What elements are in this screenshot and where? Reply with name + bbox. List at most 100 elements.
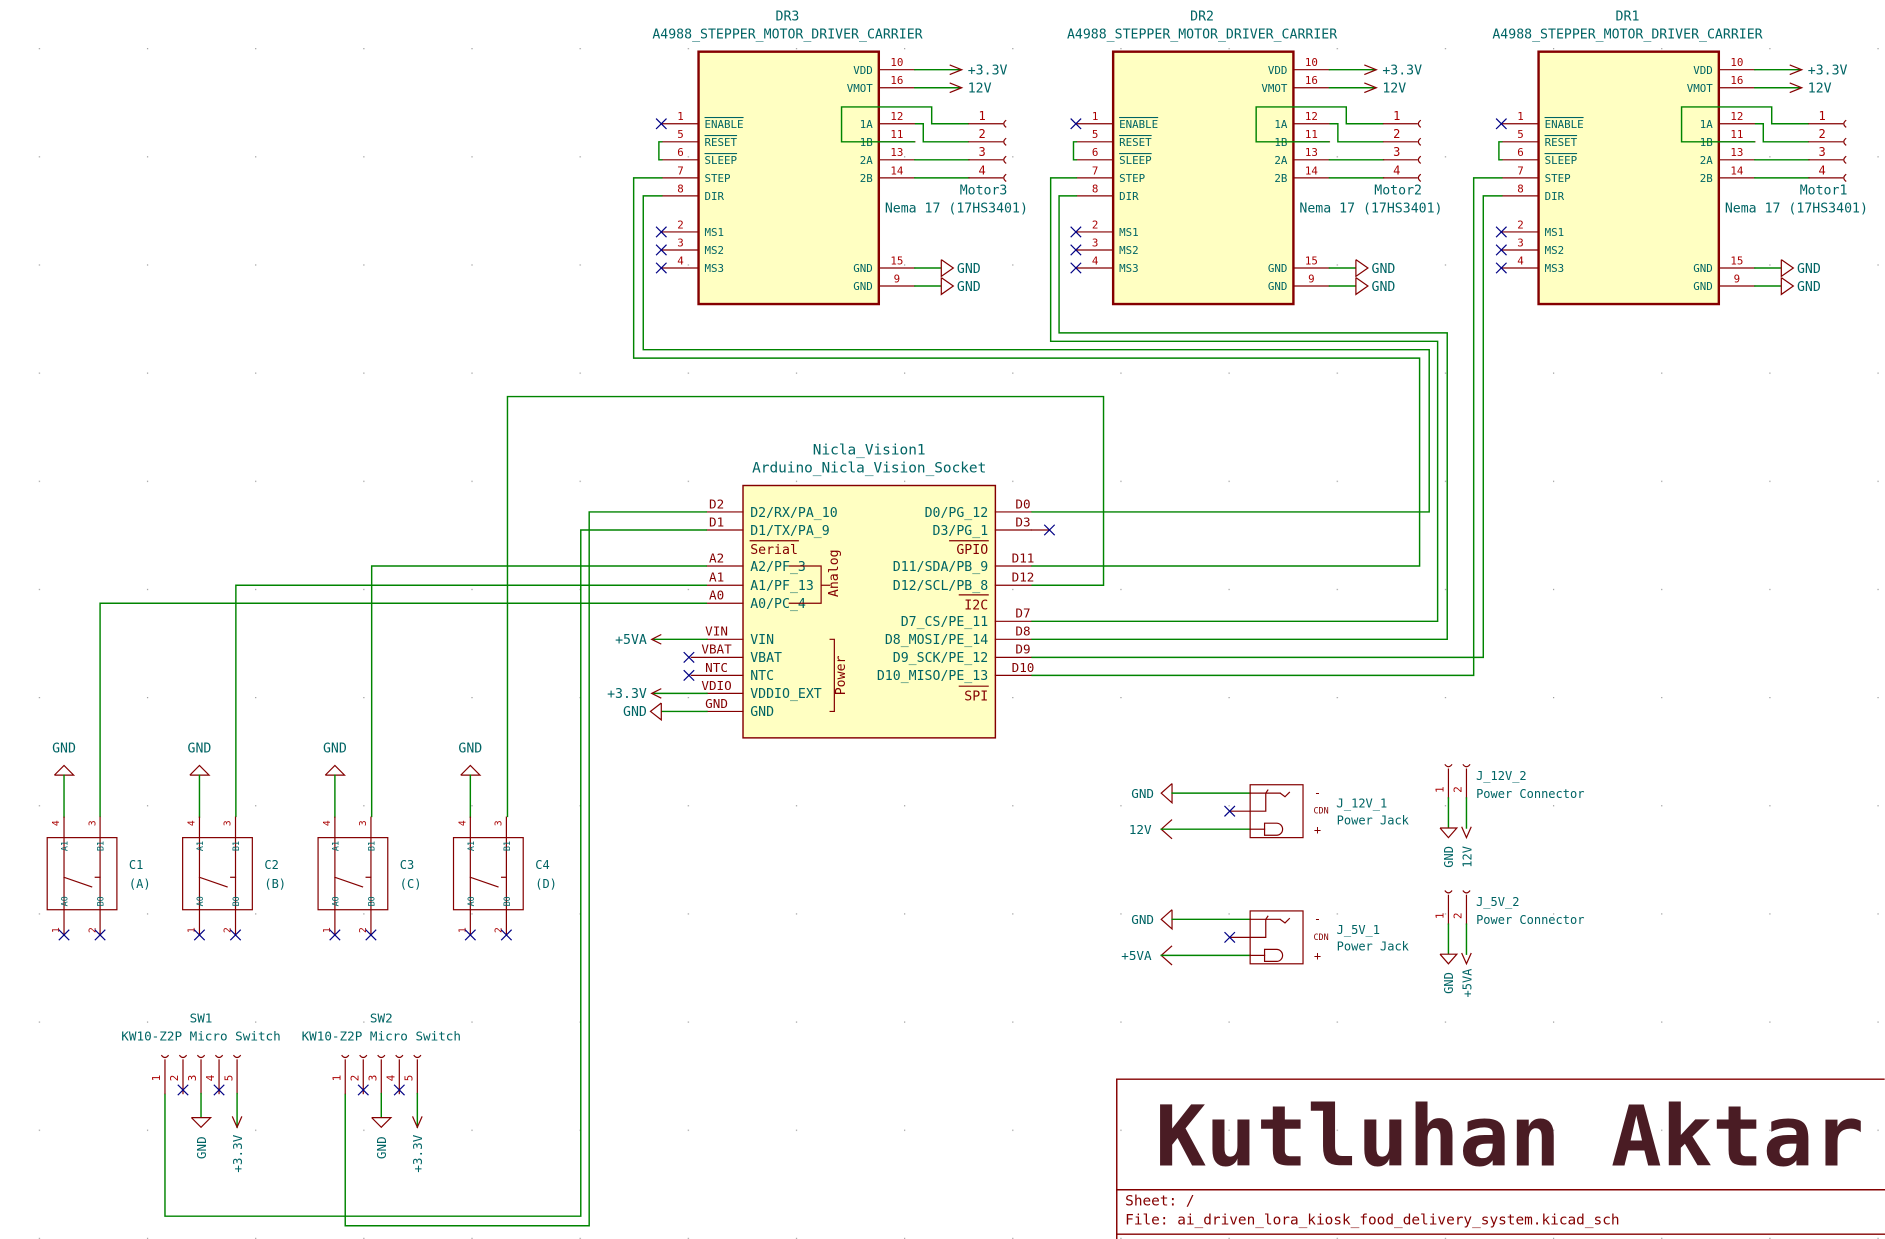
connector-pin-icon [1843,119,1847,128]
motor-pin-number: 2 [1393,127,1400,141]
pin-number: 11 [1305,128,1318,141]
wire-dr2-dir-d8 [1031,195,1448,641]
pin-number: 5 [1517,128,1524,141]
motor-pin-number: 4 [1819,163,1826,177]
power-net-label: 12V [1460,846,1474,868]
wire-dr3-step-d11 [632,177,1421,567]
component-reference: J_5V_2 [1476,895,1519,909]
power-net-label: +3.3V [410,1134,425,1172]
no-connect-stroke [177,1084,189,1096]
pin-net-label: VIN [705,624,728,639]
gnd-net-label: GND [374,1136,389,1159]
pin-name: 1A [1274,118,1288,131]
motor-pin-number: 3 [979,145,986,159]
no-connect-icon [94,929,106,941]
pin-name: MS1 [705,226,725,239]
no-connect-icon [1224,805,1236,817]
component-reference: J_5V_1 [1337,923,1380,937]
power-net-label: +5VA [1460,968,1474,998]
power-net-label: 12V [1129,822,1152,837]
no-connect-stroke [1495,226,1507,238]
pin-name: D9_SCK/PE_12 [893,651,988,666]
connector-pin-icon [1444,890,1453,894]
pin-number: 3 [186,1075,199,1082]
connector-pin-icon [214,1054,224,1059]
motor-pin-number: 3 [1393,145,1400,159]
pin-number: 3 [1517,236,1524,249]
group-label-analog: Analog [827,549,842,597]
component-reference: DR1 [1616,9,1640,24]
jack-barrel-icon [1263,948,1284,962]
power-arrow-icon [949,64,964,76]
pin-name: A0 [331,896,341,906]
pin-number: 11 [1730,128,1743,141]
power-arrow-icon [1461,952,1472,966]
gnd-net-label: GND [52,741,76,756]
pin-name: MS3 [1119,262,1139,275]
power-arrow-icon [1789,82,1804,94]
switch-lever [198,876,228,888]
pin-number: 12 [890,110,903,123]
gnd-net-label: GND [957,262,981,277]
no-connect-stroke [1070,244,1082,256]
nicla-body [742,484,997,739]
gnd-net-label: GND [1372,262,1396,277]
connector-pin-icon [413,1054,422,1059]
pin-net-label: D3 [1015,514,1030,529]
motor-pin-number: 4 [1393,163,1400,177]
pin-name: VDD [1693,64,1713,77]
pin-net-label: D10 [1012,660,1035,675]
pin-number: 1 [1434,912,1447,919]
connector-pin-icon [1417,155,1422,164]
pin-name: 2B [1274,172,1287,185]
pin-name: VMOT [847,82,874,95]
pin-name: B1 [502,841,512,851]
pin-name: SLEEP [705,154,738,167]
no-connect-stroke [1495,262,1507,274]
pin-number: 16 [1305,74,1318,87]
pin-name: A1 [60,841,70,851]
connector-pin-icon [1417,119,1422,128]
pin-net-label: D12 [1012,570,1035,585]
pin-name: DIR [705,190,725,203]
no-connect-icon [393,1084,405,1096]
coil-wire [1754,123,1809,143]
pin-number: 5 [1092,128,1099,141]
pin-name: A1 [466,841,476,851]
pin-name: D2/RX/PA_10 [750,506,837,521]
pin-number: 1 [150,1075,163,1082]
no-connect-icon [1495,226,1507,238]
pin-name: GND [1268,280,1288,293]
connector-pin-icon [1843,173,1847,182]
gnd-symbol-icon [1780,277,1795,296]
no-connect-icon [229,929,242,941]
gnd-symbol-icon [1439,953,1459,965]
pin-name: RESET [1119,136,1152,149]
gnd-net-label: GND [458,741,482,756]
schematic-layer: DR3A4988_STEPPER_MOTOR_DRIVER_CARRIER1EN… [46,9,1885,1239]
component-value: (B) [264,877,286,891]
motor-pin-number: 1 [1393,109,1400,123]
no-connect-stroke [357,1084,369,1096]
no-connect-stroke [655,244,667,256]
pin-name: ENABLE [705,118,744,131]
pin-name: VBAT [750,651,782,666]
pin-name: B0 [96,896,106,906]
gnd-symbol-icon [940,277,955,296]
no-connect-stroke [58,929,70,941]
pin-name: B0 [231,896,241,906]
pin-number: 2 [1092,218,1099,231]
pin-name: A0 [195,896,205,906]
pin-net-label: A1 [709,570,724,585]
pin-name: D7_CS/PE_11 [901,615,988,630]
component-value: Power Jack [1337,813,1410,827]
pin-number: 7 [1517,164,1524,177]
gnd-net-label: GND [1797,280,1821,295]
pin-name: VDD [853,64,873,77]
pin-number: 16 [890,74,903,87]
pin-name: GND [1693,262,1713,275]
gnd-symbol-icon [1355,259,1369,278]
